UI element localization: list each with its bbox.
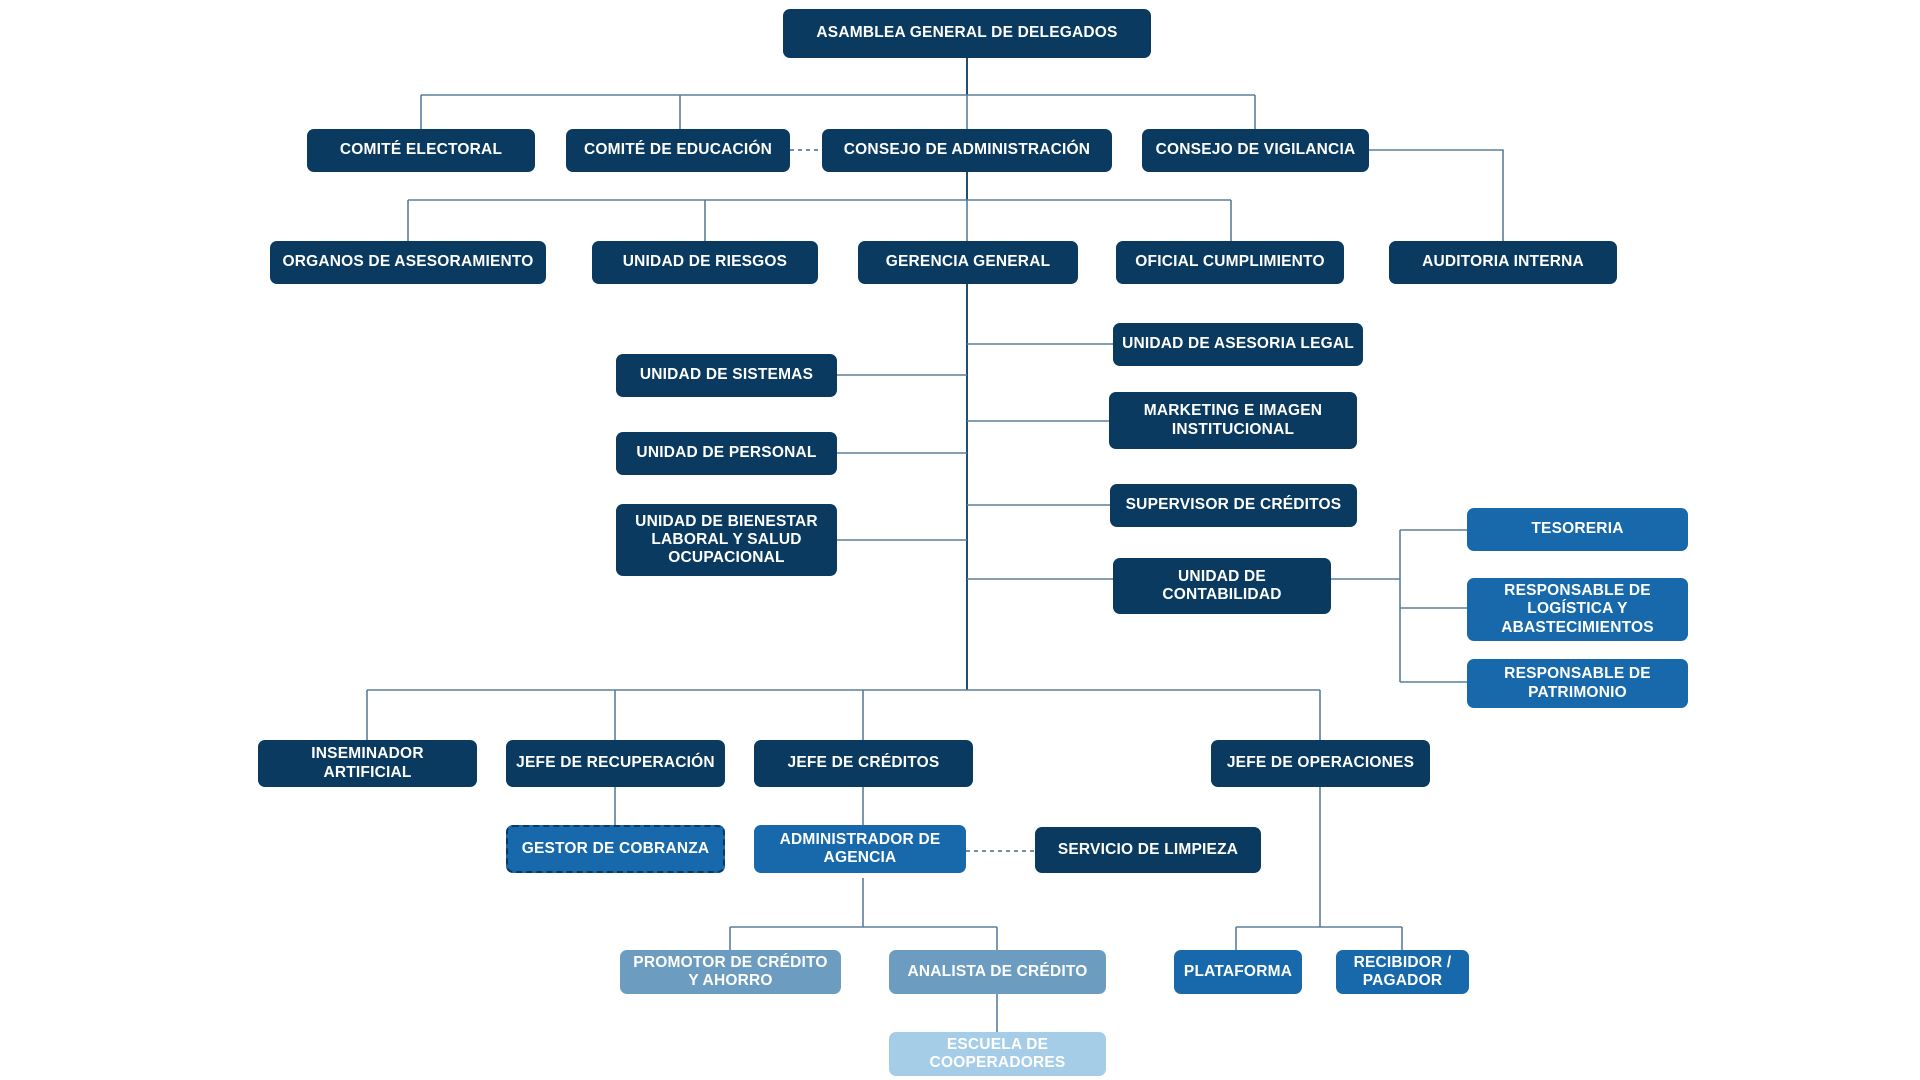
node-unidad-de-personal[interactable]: UNIDAD DE PERSONAL	[616, 432, 837, 475]
node-asamblea-general-de-delegados[interactable]: ASAMBLEA GENERAL DE DELEGADOS	[783, 9, 1151, 58]
node-gestor-de-cobranza[interactable]: GESTOR DE COBRANZA	[506, 825, 725, 873]
node-jefe-de-recuperacion[interactable]: JEFE DE RECUPERACIÓN	[506, 740, 725, 787]
node-responsable-de-patrimonio[interactable]: RESPONSABLE DE PATRIMONIO	[1467, 659, 1688, 708]
node-comite-electoral[interactable]: COMITÉ ELECTORAL	[307, 129, 535, 172]
node-comite-de-educacion[interactable]: COMITÉ DE EDUCACIÓN	[566, 129, 790, 172]
node-recibidor-pagador[interactable]: RECIBIDOR / PAGADOR	[1336, 950, 1469, 994]
node-organos-de-asesoramiento[interactable]: ORGANOS DE ASESORAMIENTO	[270, 241, 546, 284]
node-administrador-de-agencia[interactable]: ADMINISTRADOR DE AGENCIA	[754, 825, 966, 873]
node-unidad-de-riesgos[interactable]: UNIDAD DE RIESGOS	[592, 241, 818, 284]
node-supervisor-de-creditos[interactable]: SUPERVISOR DE CRÉDITOS	[1110, 484, 1357, 527]
node-unidad-de-contabilidad[interactable]: UNIDAD DE CONTABILIDAD	[1113, 558, 1331, 614]
node-unidad-de-asesoria-legal[interactable]: UNIDAD DE ASESORIA LEGAL	[1113, 323, 1363, 366]
node-inseminador-artificial[interactable]: INSEMINADOR ARTIFICIAL	[258, 740, 477, 787]
node-servicio-de-limpieza[interactable]: SERVICIO DE LIMPIEZA	[1035, 827, 1261, 873]
node-auditoria-interna[interactable]: AUDITORIA INTERNA	[1389, 241, 1617, 284]
node-unidad-de-bienestar-laboral-y-salud-ocupacional[interactable]: UNIDAD DE BIENESTAR LABORAL Y SALUD OCUP…	[616, 504, 837, 576]
node-promotor-de-credito-y-ahorro[interactable]: PROMOTOR DE CRÉDITO Y AHORRO	[620, 950, 841, 994]
node-unidad-de-sistemas[interactable]: UNIDAD DE SISTEMAS	[616, 354, 837, 397]
node-gerencia-general[interactable]: GERENCIA GENERAL	[858, 241, 1078, 284]
node-analista-de-credito[interactable]: ANALISTA DE CRÉDITO	[889, 950, 1106, 994]
node-consejo-de-vigilancia[interactable]: CONSEJO DE VIGILANCIA	[1142, 129, 1369, 172]
node-oficial-cumplimiento[interactable]: OFICIAL CUMPLIMIENTO	[1116, 241, 1344, 284]
node-tesoreria[interactable]: TESORERIA	[1467, 508, 1688, 551]
node-marketing-e-imagen-institucional[interactable]: MARKETING E IMAGEN INSTITUCIONAL	[1109, 392, 1357, 449]
node-jefe-de-operaciones[interactable]: JEFE DE OPERACIONES	[1211, 740, 1430, 787]
node-escuela-de-cooperadores[interactable]: ESCUELA DE COOPERADORES	[889, 1032, 1106, 1076]
node-responsable-de-logistica-y-abastecimientos[interactable]: RESPONSABLE DE LOGÍSTICA Y ABASTECIMIENT…	[1467, 578, 1688, 641]
node-consejo-de-administracion[interactable]: CONSEJO DE ADMINISTRACIÓN	[822, 129, 1112, 172]
node-plataforma[interactable]: PLATAFORMA	[1174, 950, 1302, 994]
node-jefe-de-creditos[interactable]: JEFE DE CRÉDITOS	[754, 740, 973, 787]
